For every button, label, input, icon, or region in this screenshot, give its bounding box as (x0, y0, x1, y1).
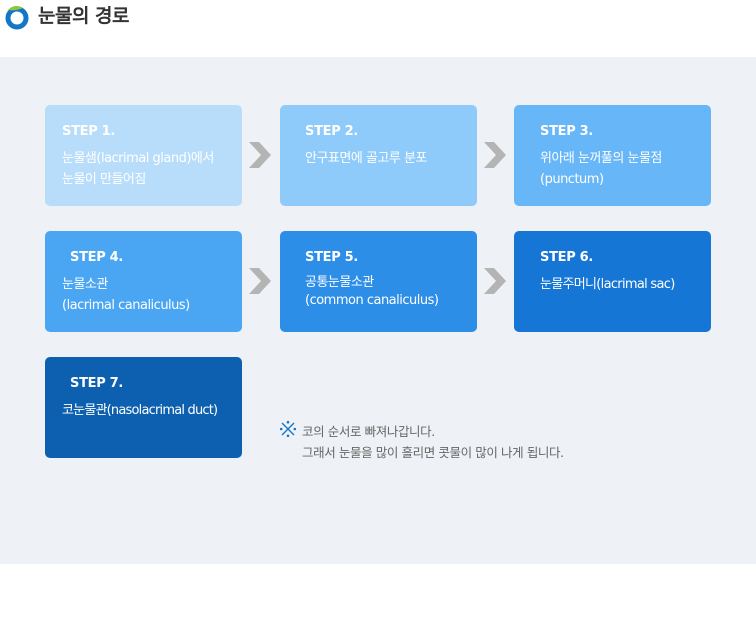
step-3-desc: 위아래 눈꺼풀의 눈물점 (punctum) (540, 151, 662, 187)
step-7-label: STEP 7. (70, 376, 124, 391)
chevron-right-icon (484, 268, 506, 294)
step-4-card: STEP 4. 눈물소관 (lacrimal canaliculus) (45, 231, 242, 332)
reference-mark-icon (279, 420, 297, 438)
step-1-card: STEP 1. 눈물샘(lacrimal gland)에서 눈물이 만들어짐 (45, 105, 242, 206)
chevron-right-icon (249, 142, 271, 168)
step-4-desc: 눈물소관 (lacrimal canaliculus) (62, 277, 190, 313)
step-5-desc: 공통눈물소관 (common canaliculus) (305, 275, 439, 308)
step-6-card: STEP 6. 눈물주머니(lacrimal sac) (514, 231, 711, 332)
step-1-label: STEP 1. (62, 124, 116, 139)
step-5-card: STEP 5. 공통눈물소관 (common canaliculus) (280, 231, 477, 332)
step-3-card: STEP 3. 위아래 눈꺼풀의 눈물점 (punctum) (514, 105, 711, 206)
step-7-card: STEP 7. 코눈물관(nasolacrimal duct) (45, 357, 242, 458)
step-5-label: STEP 5. (305, 250, 359, 265)
step-1-desc: 눈물샘(lacrimal gland)에서 눈물이 만들어짐 (62, 151, 214, 187)
chevron-right-icon (484, 142, 506, 168)
ring-leaf-icon (5, 5, 29, 30)
step-4-label: STEP 4. (70, 250, 124, 265)
note-text: 코의 순서로 빠져나갑니다. 그래서 눈물을 많이 흘리면 콧물이 많이 나게 … (302, 421, 564, 463)
step-2-desc: 안구표면에 골고루 분포 (305, 151, 427, 166)
step-2-card: STEP 2. 안구표면에 골고루 분포 (280, 105, 477, 206)
page-title: 눈물의 경로 (38, 5, 130, 27)
step-2-label: STEP 2. (305, 124, 359, 139)
note-line-2: 그래서 눈물을 많이 흘리면 콧물이 많이 나게 됩니다. (302, 445, 564, 460)
chevron-right-icon (249, 268, 271, 294)
step-6-label: STEP 6. (540, 250, 594, 265)
step-6-desc: 눈물주머니(lacrimal sac) (540, 277, 675, 292)
note-line-1: 코의 순서로 빠져나갑니다. (302, 424, 435, 439)
step-7-desc: 코눈물관(nasolacrimal duct) (62, 403, 218, 418)
header: 눈물의 경로 (0, 0, 756, 57)
step-3-label: STEP 3. (540, 124, 594, 139)
